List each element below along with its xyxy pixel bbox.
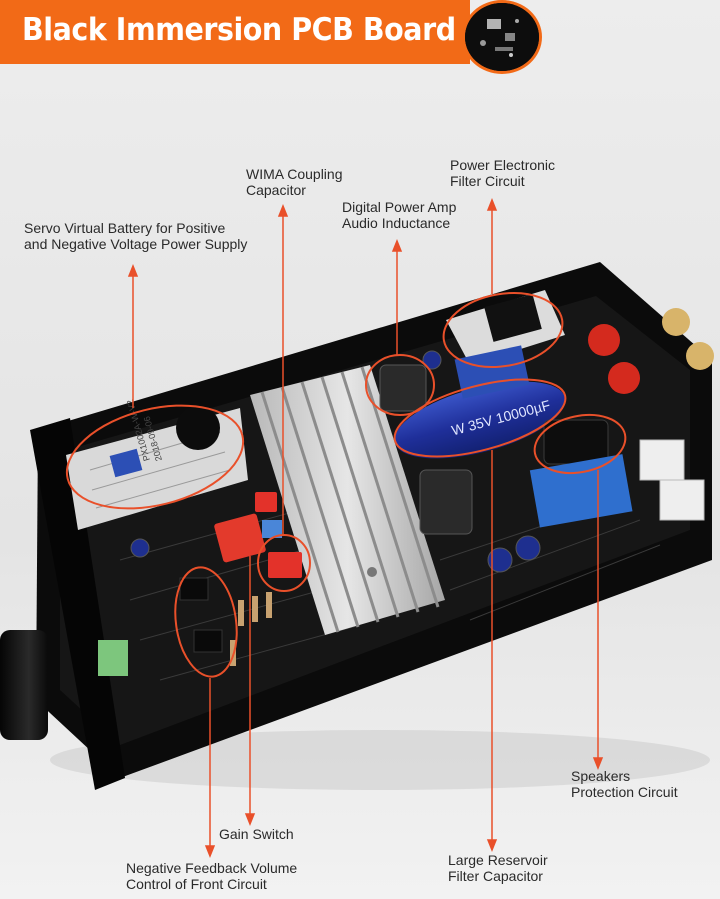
opamp-1 <box>179 577 209 601</box>
arrow-power-filter <box>486 197 498 211</box>
relay-blue-capacitor <box>529 454 633 528</box>
wima-capacitor-1 <box>268 552 302 578</box>
arrow-gain <box>244 813 256 827</box>
blue-capacitor <box>262 520 282 538</box>
output-inductor <box>419 469 473 535</box>
filter-choke <box>484 294 542 342</box>
servo-blue-trimmer <box>109 448 143 478</box>
volume-knob <box>0 630 48 740</box>
ellipse-inductance <box>365 354 435 416</box>
label-negative-feedback: Negative Feedback Volume Control of Fron… <box>126 860 298 892</box>
arrow-negative-feedback <box>204 845 216 859</box>
wima-capacitor-2 <box>255 492 277 512</box>
label-power-filter: Power Electronic Filter Circuit <box>450 157 556 189</box>
annotation-arrows <box>127 197 604 859</box>
arrow-wima <box>277 203 289 217</box>
ellipse-servo-battery <box>65 404 245 510</box>
servo-black-capacitor <box>176 406 220 450</box>
arrow-reservoir <box>486 839 498 853</box>
heatsink <box>250 365 445 635</box>
label-digital-power-amp: Digital Power Amp Audio Inductance <box>342 199 457 231</box>
floor-shadow <box>50 730 710 790</box>
front-panel <box>30 418 125 790</box>
ellipse-negative-feedback <box>174 566 238 678</box>
pcb-thumbnail <box>462 0 542 74</box>
arrow-servo <box>127 263 139 277</box>
annotation-ellipses <box>65 292 627 678</box>
label-gain-switch: Gain Switch <box>219 826 294 842</box>
ellipse-speakers-protection <box>533 413 627 475</box>
label-speakers-protection: Speakers Protection Circuit <box>571 768 678 800</box>
banner-title: Black Immersion PCB Board <box>22 12 456 48</box>
speaker-relay <box>543 419 609 465</box>
ellipse-reservoir <box>393 378 567 458</box>
arrow-inductance <box>391 238 403 252</box>
audio-inductor <box>379 364 427 412</box>
input-sockets <box>639 439 705 521</box>
arrow-speakers <box>592 757 604 771</box>
green-connector <box>98 640 128 676</box>
label-reservoir-capacitor: Large Reservoir Filter Capacitor <box>448 852 548 884</box>
label-servo-battery: Servo Virtual Battery for Positive and N… <box>24 220 248 252</box>
small-capacitors <box>130 350 541 573</box>
title-banner: Black Immersion PCB Board <box>0 0 470 64</box>
filter-blue-capacitor <box>454 345 530 399</box>
opamp-2 <box>193 629 223 653</box>
label-wima-capacitor: WIMA Coupling Capacitor <box>246 166 343 198</box>
ellipse-power-filter <box>442 292 564 368</box>
ellipse-wima-capacitor <box>257 534 311 592</box>
gain-dip-switch <box>214 513 266 563</box>
speaker-terminals <box>588 308 714 394</box>
